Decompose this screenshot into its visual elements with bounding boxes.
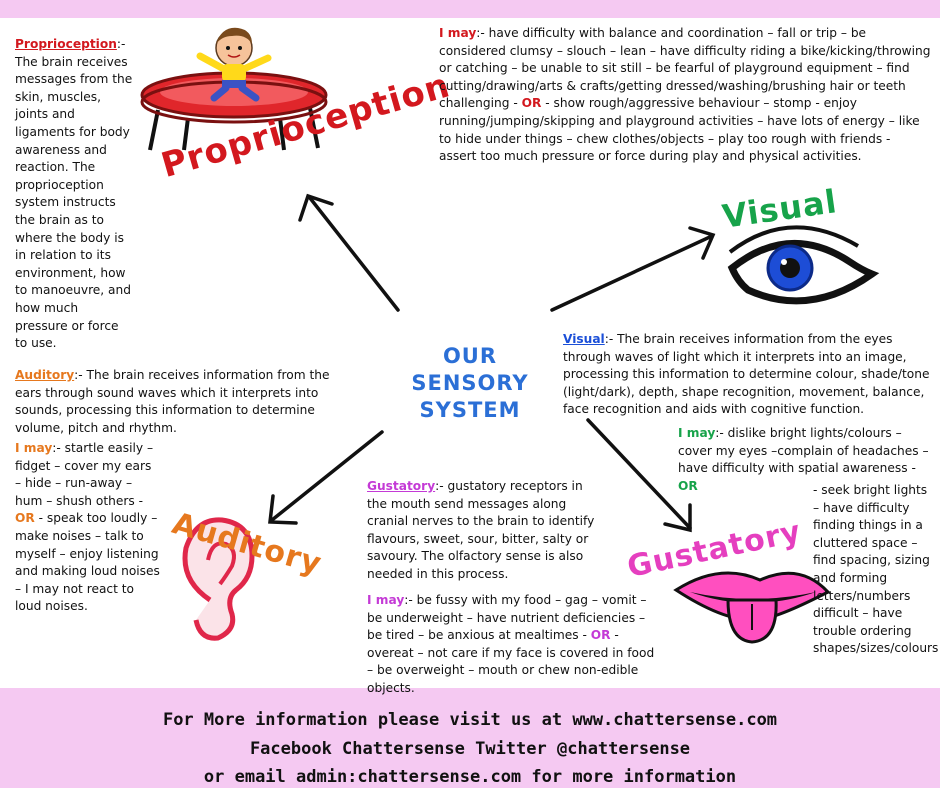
center-title-line-3: SYSTEM bbox=[419, 398, 521, 422]
center-title: OUR SENSORY SYSTEM bbox=[390, 343, 550, 424]
auditory-i-may: I may:- startle easily – fidget – cover … bbox=[15, 440, 161, 616]
auditory-or: OR bbox=[15, 511, 35, 526]
auditory-may-text-1: :- startle easily – fidget – cover my ea… bbox=[15, 441, 154, 508]
proprioception-desc-text: :- The brain receives messages from the … bbox=[15, 37, 133, 351]
arrow-to-visual bbox=[550, 234, 714, 312]
auditory-desc-text: :- The brain receives information from t… bbox=[15, 368, 330, 435]
footer-line-website: For More information please visit us at … bbox=[162, 710, 778, 730]
footer-line-social: Facebook Chattersense Twitter @chatterse… bbox=[249, 739, 691, 759]
proprioception-may-text-1: :- have difficulty with balance and coor… bbox=[439, 26, 931, 111]
visual-label: Visual bbox=[563, 332, 605, 346]
visual-i-may-continued: - seek bright lights – have difficulty f… bbox=[813, 482, 939, 658]
gustatory-or: OR bbox=[590, 628, 611, 643]
visual-description: Visual:- The brain receives information … bbox=[563, 331, 935, 419]
eye-icon bbox=[727, 225, 880, 305]
auditory-description: Auditory:- The brain receives informatio… bbox=[15, 367, 351, 437]
gustatory-label: Gustatory bbox=[367, 479, 436, 493]
auditory-may-text-2: - speak too loudly – make noises – talk … bbox=[15, 511, 160, 614]
proprioception-description: Proprioception:- The brain receives mess… bbox=[15, 36, 133, 353]
arrow-head-gustatory bbox=[663, 503, 692, 533]
footer-band bbox=[0, 688, 940, 788]
center-title-line-2: SENSORY bbox=[411, 371, 529, 395]
visual-i-may: I may:- dislike bright lights/colours – … bbox=[678, 425, 936, 495]
proprioception-i-may: I may:- have difficulty with balance and… bbox=[439, 25, 931, 166]
arrow-head-proprioception bbox=[298, 193, 334, 222]
gustatory-may-label: I may bbox=[367, 593, 405, 607]
arrow-to-auditory bbox=[270, 430, 384, 522]
visual-may-text-1: :- dislike bright lights/colours – cover… bbox=[678, 426, 929, 476]
auditory-label: Auditory bbox=[15, 368, 75, 382]
arrow-head-auditory bbox=[268, 494, 298, 525]
visual-or: OR bbox=[678, 478, 698, 493]
top-band bbox=[0, 0, 940, 18]
arrow-to-proprioception bbox=[308, 196, 400, 312]
mouth-tongue-icon bbox=[673, 571, 831, 644]
proprioception-may-text-2: - show rough/aggressive behaviour – stom… bbox=[439, 96, 920, 164]
proprioception-may-label: I may bbox=[439, 26, 477, 40]
gustatory-description: Gustatory:- gustatory receptors in the m… bbox=[367, 478, 599, 584]
visual-desc-text: :- The brain receives information from t… bbox=[563, 332, 930, 417]
visual-may-text-2: - seek bright lights – have difficulty f… bbox=[813, 483, 939, 656]
visual-may-label: I may bbox=[678, 426, 716, 440]
arrows bbox=[268, 193, 716, 533]
gustatory-may-text-1: :- be fussy with my food – gag – vomit –… bbox=[367, 593, 647, 643]
gustatory-desc-text: :- gustatory receptors in the mouth send… bbox=[367, 479, 595, 581]
proprioception-label: Proprioception bbox=[15, 37, 117, 51]
auditory-may-label: I may bbox=[15, 441, 53, 455]
kid-icon bbox=[196, 27, 272, 102]
ear-icon bbox=[182, 517, 255, 641]
gustatory-i-may: I may:- be fussy with my food – gag – vo… bbox=[367, 592, 659, 698]
proprioception-or: OR bbox=[521, 96, 542, 111]
footer-line-email: or email admin:chattersense.com for more… bbox=[203, 767, 737, 787]
arrow-head-visual bbox=[688, 226, 716, 260]
center-title-line-1: OUR bbox=[442, 344, 498, 368]
arrow-to-gustatory bbox=[586, 418, 692, 530]
gustatory-may-text-2: - overeat – not care if my face is cover… bbox=[367, 628, 655, 695]
